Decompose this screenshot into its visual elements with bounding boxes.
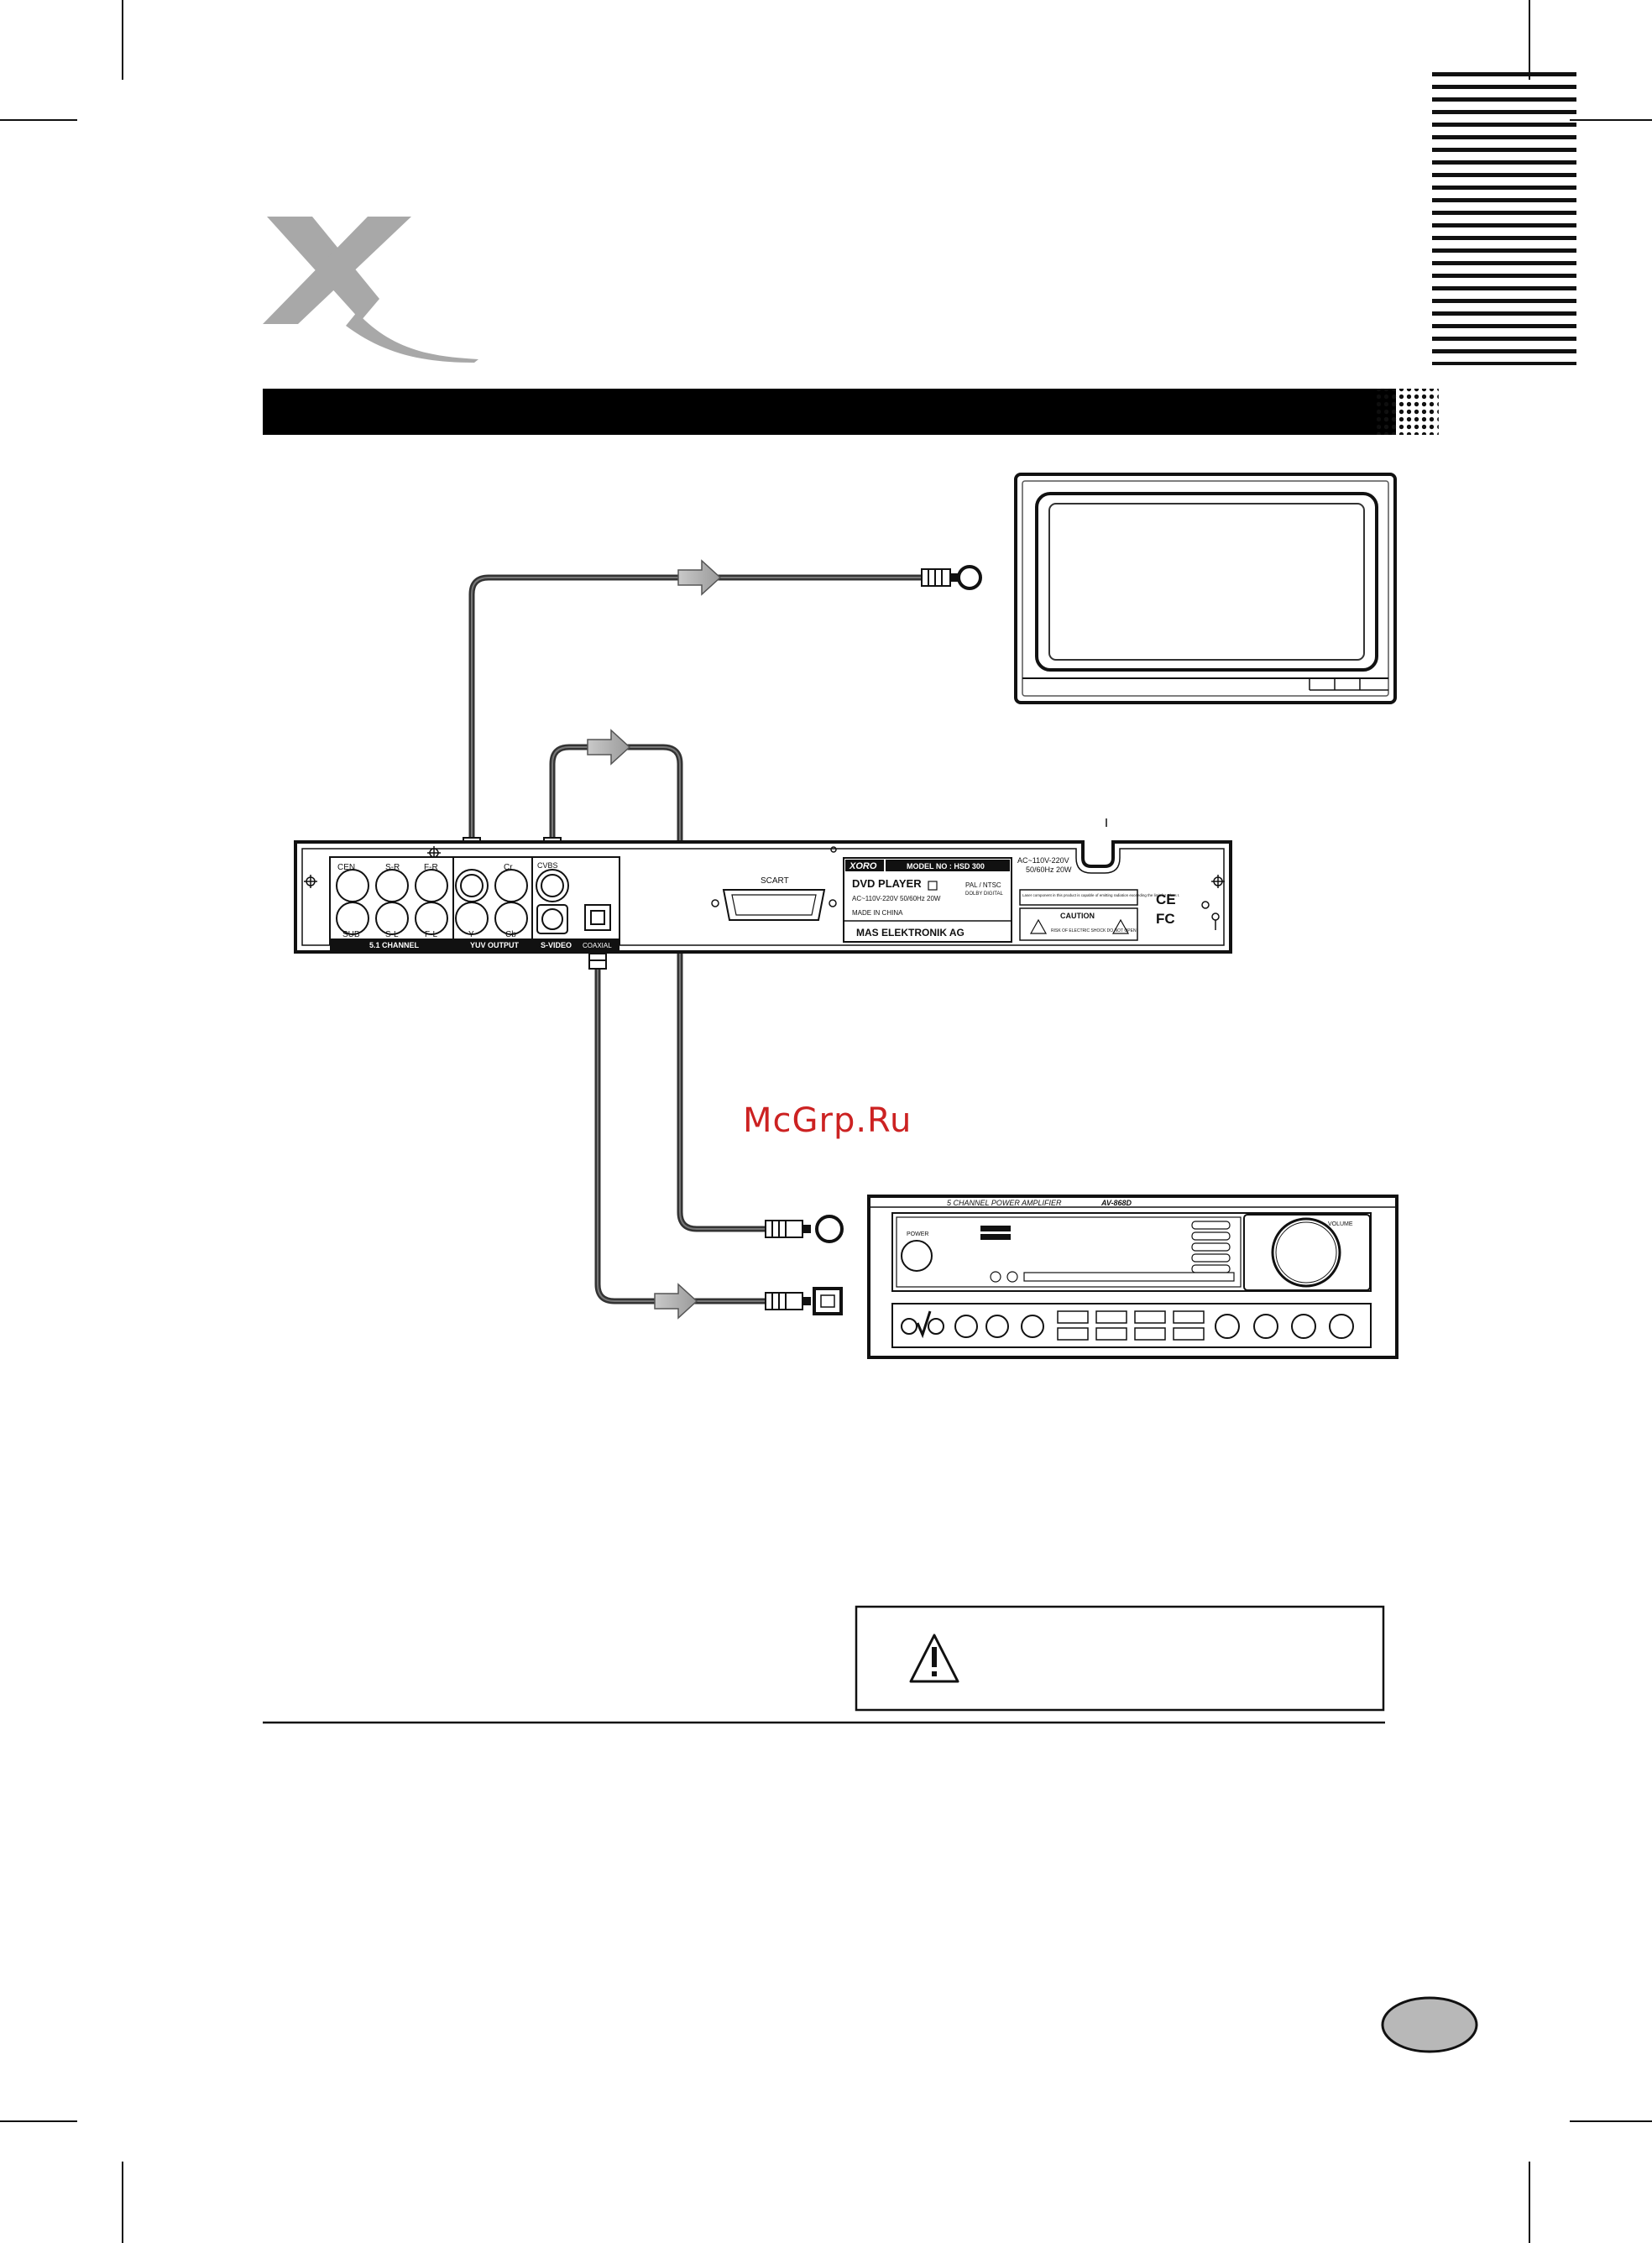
signal-arrow-icon xyxy=(654,1284,698,1319)
dvd-rear-panel xyxy=(294,818,1232,954)
label-sl: S-L xyxy=(385,930,399,939)
plate-brand: XORO xyxy=(849,861,877,871)
coaxial-jack-icon xyxy=(815,1215,844,1243)
amp-model: AV-868D xyxy=(1100,1199,1132,1207)
ce-mark: CE xyxy=(1156,891,1176,907)
coax-audio-cable xyxy=(549,744,769,1232)
section-header-bar xyxy=(263,389,1439,435)
amp-volume-label: VOLUME xyxy=(1328,1221,1353,1227)
fc-mark: FC xyxy=(1156,911,1175,927)
label-cen: CEN xyxy=(337,863,355,872)
amplifier xyxy=(867,1195,1398,1359)
watermark: McGrp.Ru xyxy=(743,1101,912,1140)
video-cable xyxy=(468,574,925,844)
plate-system: PAL / NTSC xyxy=(965,881,1001,889)
warning-box xyxy=(855,1605,1385,1712)
laser-note: Laser component in this product is capab… xyxy=(1022,893,1179,897)
tv-set xyxy=(1014,473,1397,704)
plate-power: AC~110V-220V 50/60Hz 20W xyxy=(852,895,941,902)
group-yuv-label: YUV OUTPUT xyxy=(470,941,520,949)
label-cb: Cb xyxy=(505,930,516,939)
label-sr: S-R xyxy=(385,863,400,872)
amp-plugs xyxy=(765,1220,811,1310)
plate-company: MAS ELEKTRONIK AG xyxy=(856,927,965,939)
group-51-label: 5.1 CHANNEL xyxy=(369,941,420,949)
signal-arrow-icon xyxy=(587,729,630,765)
warning-triangle-icon xyxy=(909,1634,959,1683)
label-cr: Cr xyxy=(504,863,513,872)
ac-rating-2: 50/60Hz 20W xyxy=(1026,865,1072,874)
page-number-oval xyxy=(1381,1996,1478,2053)
group-svideo-label: S-VIDEO xyxy=(541,941,572,949)
plate-product: DVD PLAYER xyxy=(852,877,922,890)
label-cvbs: CVBS xyxy=(537,861,558,870)
label-fr: F-R xyxy=(424,863,438,872)
chapter-tab-stripes xyxy=(1432,72,1576,365)
amp-title: 5 CHANNEL POWER AMPLIFIER xyxy=(947,1199,1062,1207)
signal-arrow-icon xyxy=(677,560,721,595)
label-coaxial: COAXIAL xyxy=(583,942,612,949)
xoro-logo xyxy=(263,217,478,363)
plate-made-in: MADE IN CHINA xyxy=(852,909,903,917)
plate-model: MODEL NO : HSD 300 xyxy=(907,862,985,871)
tv-video-plug xyxy=(921,565,982,590)
label-sub: SUB xyxy=(342,930,360,939)
label-scart: SCART xyxy=(761,876,789,886)
caution-sub: RISK OF ELECTRIC SHOCK DO NOT OPEN xyxy=(1051,928,1137,933)
label-y: Y xyxy=(468,930,474,939)
amp-power-label: POWER xyxy=(907,1231,928,1237)
label-fl: F-L xyxy=(425,930,437,939)
plate-dolby: DOLBY DIGITAL xyxy=(965,891,1003,897)
caution-label: CAUTION xyxy=(1060,912,1095,920)
optical-jack-icon xyxy=(813,1287,843,1315)
ac-rating-1: AC~110V-220V xyxy=(1017,856,1069,865)
